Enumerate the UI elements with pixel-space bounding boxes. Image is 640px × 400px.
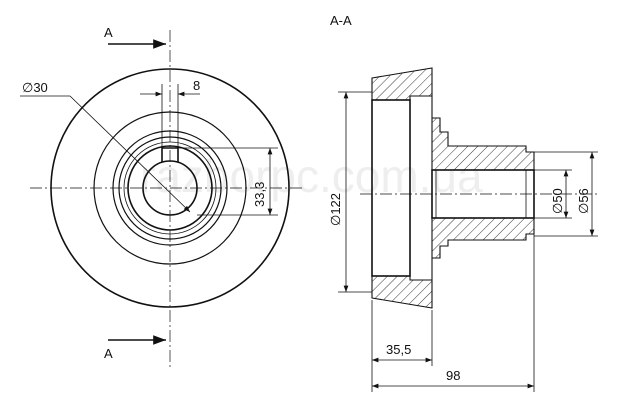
rim-face <box>371 99 411 277</box>
bore-circle <box>142 160 198 216</box>
overall-length-label: 98 <box>446 368 460 383</box>
keyway-slot <box>161 147 179 162</box>
shaft-outer-circle <box>123 141 217 235</box>
section-marker-top: A <box>104 25 113 40</box>
section-view: A-A ∅122 ∅50 ∅56 <box>328 13 600 392</box>
outer-rim-circle <box>50 68 290 308</box>
face-circle <box>93 111 247 265</box>
hatched-section-upper <box>371 67 535 171</box>
shaft-outer-diameter-label: ∅56 <box>576 188 591 214</box>
section-title: A-A <box>330 13 352 28</box>
rim-length-label: 35,5 <box>386 342 411 357</box>
key-depth-label: 33,3 <box>252 182 267 207</box>
section-marker-bottom: A <box>104 346 113 361</box>
bore-leader-line <box>69 95 191 213</box>
shaft-circle <box>127 145 213 231</box>
shaft-inner-diameter-label: ∅50 <box>550 188 565 214</box>
bore-diameter-label: ∅30 <box>22 80 48 95</box>
hatched-section-lower <box>371 217 535 309</box>
hub-circle <box>112 130 228 246</box>
hub-inner-circle <box>118 136 222 240</box>
key-width-label: 8 <box>193 78 200 93</box>
front-view: 8 ∅30 33,3 A A <box>20 25 305 370</box>
outer-diameter-label: ∅122 <box>328 193 343 226</box>
